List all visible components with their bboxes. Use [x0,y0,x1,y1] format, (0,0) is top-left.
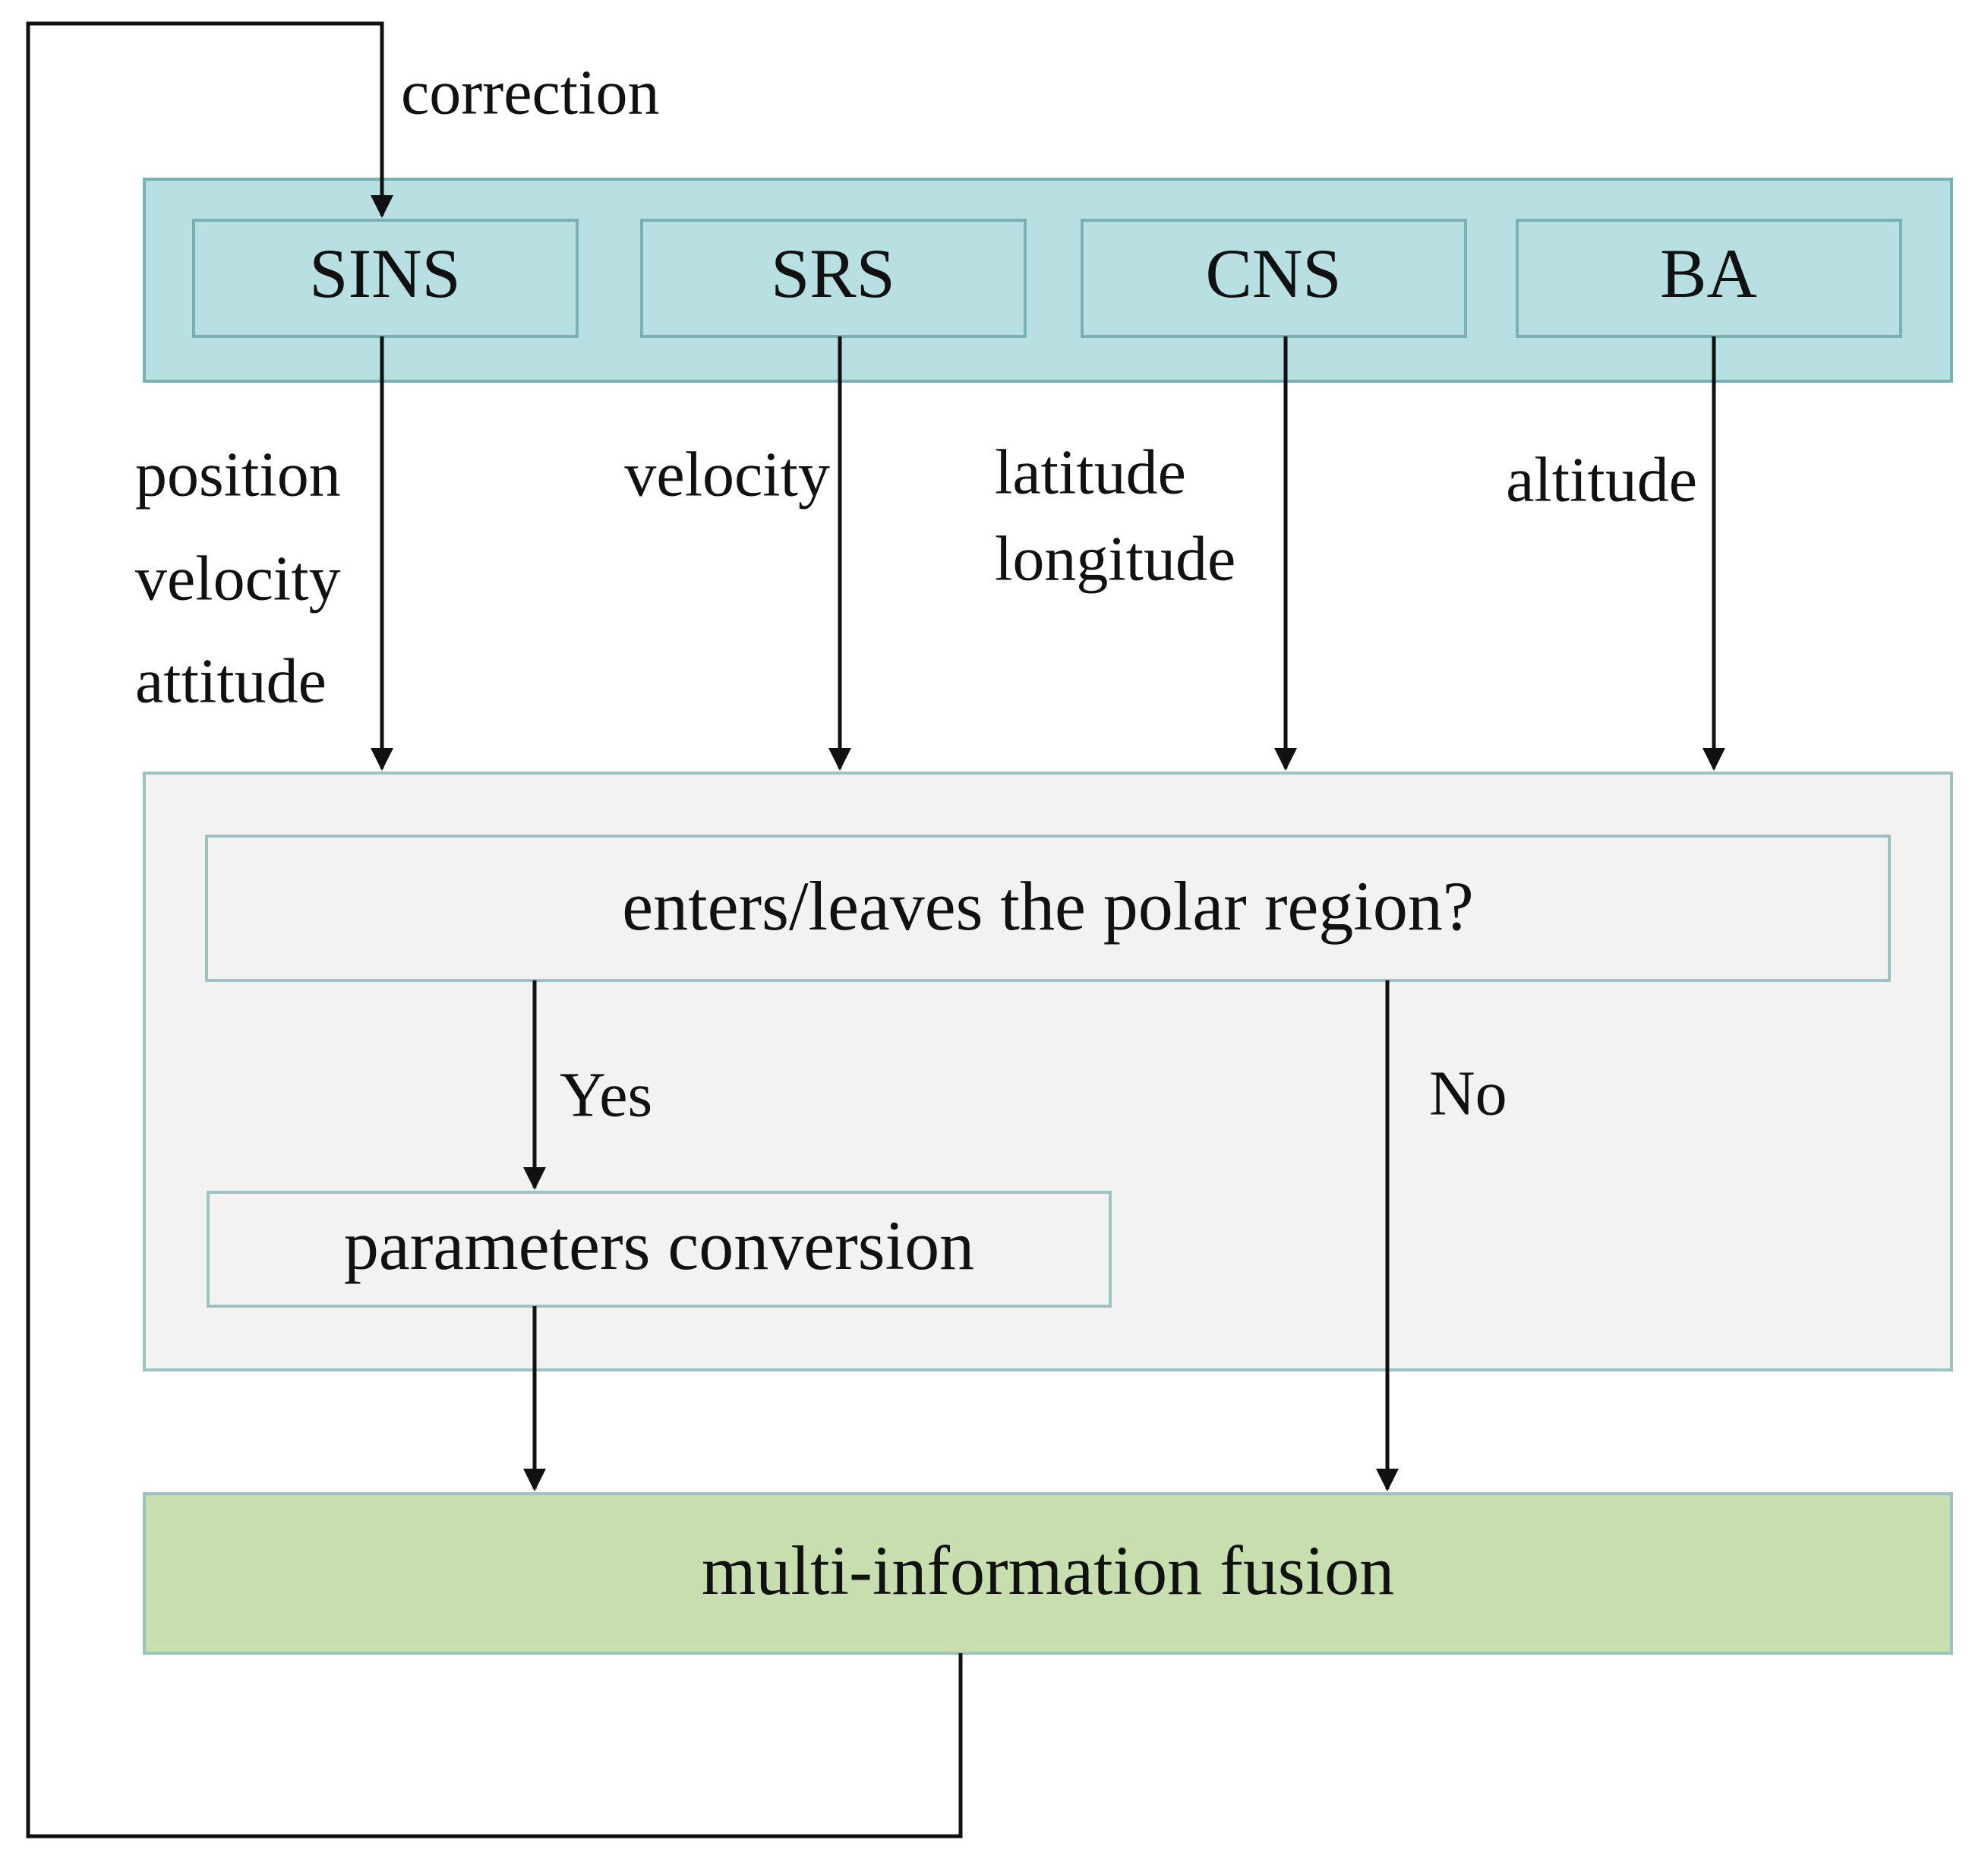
fusion-label: multi-information fusion [702,1532,1394,1609]
decision-box: enters/leaves the polar region? [205,835,1891,982]
sensor-label: CNS [1206,235,1342,312]
fusion-panel [143,1492,1953,1655]
decision-question: enters/leaves the polar region? [622,867,1473,945]
feedback-loop-line [26,21,963,1838]
srs-output-velocity: velocity [624,439,830,510]
sins-output-velocity: velocity [135,543,341,614]
cns-output-latitude: latitude [995,437,1186,507]
yes-label: Yes [560,1059,652,1130]
cns-output-longitude: longitude [995,523,1235,594]
sensor-label: SINS [309,235,460,312]
sensor-label: BA [1660,235,1757,312]
ba-output-altitude: altitude [1506,444,1697,515]
sensor-box-cns: CNS [1081,219,1467,338]
conversion-box: parameters conversion [207,1191,1112,1308]
sensor-box-ba: BA [1516,219,1902,338]
conversion-label: parameters conversion [344,1207,974,1284]
sins-output-attitude: attitude [135,645,327,716]
sensor-box-srs: SRS [640,219,1027,338]
sins-output-position: position [135,439,341,510]
correction-label: correction [401,57,659,128]
sensor-panel [143,178,1953,383]
no-label: No [1429,1058,1507,1128]
process-panel [143,772,1953,1371]
sensor-label: SRS [771,235,895,312]
sensor-box-sins: SINS [192,219,579,338]
